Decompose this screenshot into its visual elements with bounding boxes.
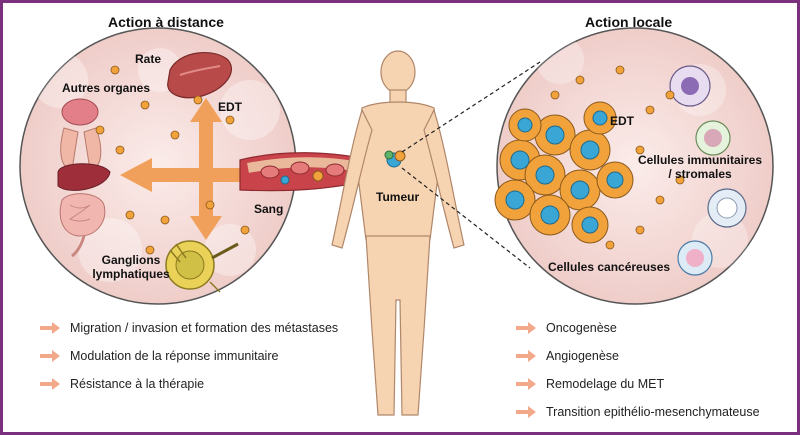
label-rate: Rate <box>135 52 162 66</box>
label-lymph-nodes-line1: Ganglions <box>101 253 161 267</box>
label-lymph-nodes: Ganglions lymphatiques <box>76 253 186 281</box>
distant-action-arrows <box>120 98 255 240</box>
lymph-node <box>165 240 239 293</box>
spleen-organ <box>167 52 233 99</box>
legend-right-item-1: Oncogenèse <box>546 321 617 335</box>
label-edt-right: EDT <box>610 114 634 128</box>
label-lymph-nodes-line2: lymphatiques <box>92 267 170 281</box>
human-body <box>331 50 465 416</box>
label-immune-cells-line1: Cellules immunitaires <box>637 153 763 167</box>
tumor-on-body <box>384 150 406 168</box>
label-immune-cells: Cellules immunitaires / stromales <box>630 153 770 181</box>
zoom-connectors <box>401 61 541 269</box>
label-tumor: Tumeur <box>376 190 420 204</box>
label-blood: Sang <box>254 202 284 216</box>
cancer-cell-cluster <box>494 101 634 244</box>
legend-left-item-2: Modulation de la réponse immunitaire <box>70 349 279 363</box>
left-circle-title: Action à distance <box>108 14 224 30</box>
other-organs <box>57 98 111 258</box>
label-other-organs: Autres organes <box>62 81 151 95</box>
legend-right-item-4: Transition epithélio-mesenchymateuse <box>546 405 760 419</box>
immune-stromal-cells <box>669 65 747 276</box>
label-immune-cells-line2: / stromales <box>668 167 732 181</box>
legend-right-item-3: Remodelage du MET <box>546 377 665 391</box>
label-edt-left: EDT <box>218 100 242 114</box>
vesicles-right <box>550 65 685 250</box>
legend-right-item-2: Angiogenèse <box>546 349 619 363</box>
label-cancer-cells: Cellules cancéreuses <box>548 260 671 274</box>
vesicles-left <box>95 65 250 255</box>
legend-left-item-1: Migration / invasion et formation des mé… <box>70 321 339 335</box>
legend-arrows <box>40 322 536 418</box>
legend-left-item-3: Résistance à la thérapie <box>70 377 205 391</box>
right-circle-title: Action locale <box>585 14 673 30</box>
